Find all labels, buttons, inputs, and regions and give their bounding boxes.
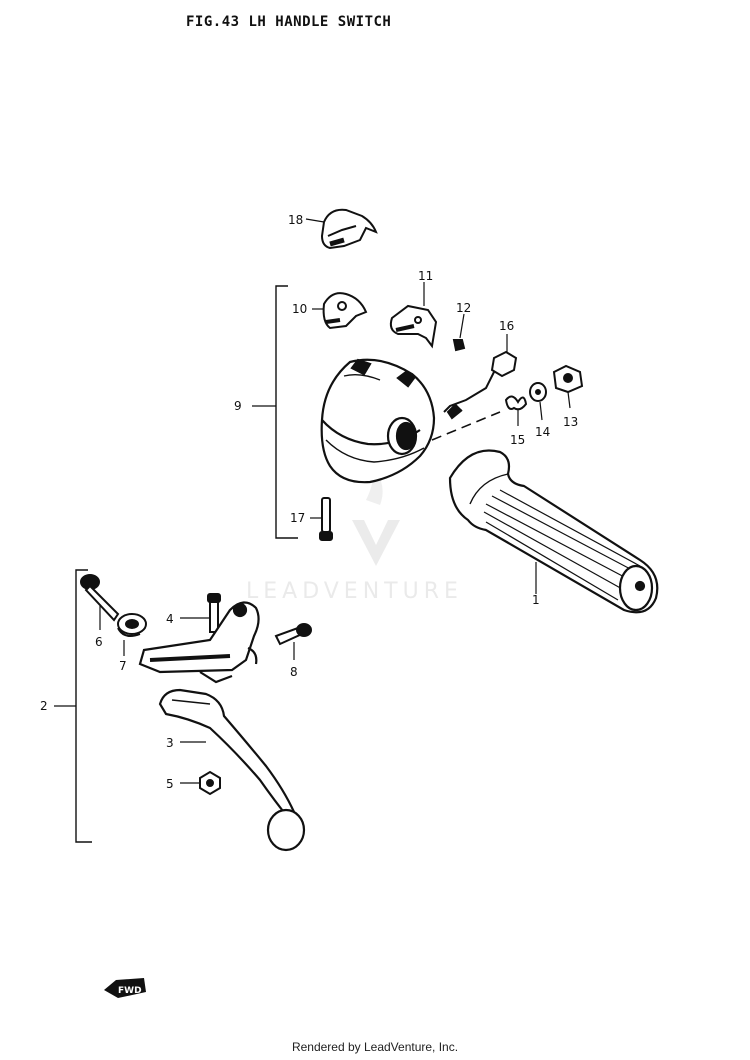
part-16-switch-arm[interactable] bbox=[443, 350, 518, 420]
part-11-switch-lever[interactable] bbox=[389, 304, 438, 349]
callout-3: 3 bbox=[166, 736, 174, 750]
callout-17: 17 bbox=[290, 511, 305, 525]
part-5-nut[interactable] bbox=[199, 770, 221, 796]
part-6-pivot-bolt[interactable] bbox=[80, 574, 120, 622]
callout-2: 2 bbox=[40, 699, 48, 713]
part-18-switch-knob[interactable] bbox=[320, 208, 378, 250]
fwd-label: FWD bbox=[118, 986, 142, 996]
part-14-ball[interactable] bbox=[529, 382, 547, 402]
part-8-screw[interactable] bbox=[274, 623, 312, 646]
part-7-nut[interactable] bbox=[117, 613, 147, 637]
figure-title: FIG.43 LH HANDLE SWITCH bbox=[186, 14, 392, 30]
callout-6: 6 bbox=[95, 635, 103, 649]
part-10-switch-cap[interactable] bbox=[322, 292, 368, 330]
watermark-text: LEADVENTURE bbox=[246, 579, 463, 604]
callout-7: 7 bbox=[119, 659, 127, 673]
part-3-clutch-lever[interactable] bbox=[158, 688, 306, 852]
callout-9: 9 bbox=[234, 399, 242, 413]
callout-12: 12 bbox=[456, 301, 471, 315]
part-1-handle-grip[interactable] bbox=[448, 449, 659, 614]
part-15-spring[interactable] bbox=[504, 395, 528, 411]
leader-12 bbox=[459, 313, 465, 339]
part-17-screw[interactable] bbox=[319, 497, 333, 541]
callout-18: 18 bbox=[288, 213, 303, 227]
callout-16: 16 bbox=[499, 319, 514, 333]
bracket-2 bbox=[75, 569, 92, 843]
leader-14 bbox=[539, 401, 543, 421]
forward-arrow-icon: FWD bbox=[104, 978, 146, 998]
part-12-screw[interactable] bbox=[452, 339, 466, 352]
bracket-9 bbox=[275, 285, 298, 539]
callout-14: 14 bbox=[535, 425, 550, 439]
callout-8: 8 bbox=[290, 665, 298, 679]
assembly-line bbox=[431, 411, 501, 441]
callout-11: 11 bbox=[418, 269, 433, 283]
callout-1: 1 bbox=[532, 593, 540, 607]
part-13-cable-adjuster[interactable] bbox=[552, 364, 584, 394]
part-4-bolt[interactable] bbox=[207, 593, 221, 633]
part-9-switch-housing[interactable] bbox=[320, 358, 436, 484]
render-credit: Rendered by LeadVenture, Inc. bbox=[291, 1040, 459, 1054]
part-lever-bracket[interactable] bbox=[138, 601, 260, 684]
leader-18 bbox=[305, 218, 325, 223]
callout-13: 13 bbox=[563, 415, 578, 429]
callout-15: 15 bbox=[510, 433, 525, 447]
callout-10: 10 bbox=[292, 302, 307, 316]
callout-4: 4 bbox=[166, 612, 174, 626]
callout-5: 5 bbox=[166, 777, 174, 791]
leader-13 bbox=[567, 391, 571, 409]
leadventure-watermark: LEADVENTURE bbox=[246, 465, 463, 604]
